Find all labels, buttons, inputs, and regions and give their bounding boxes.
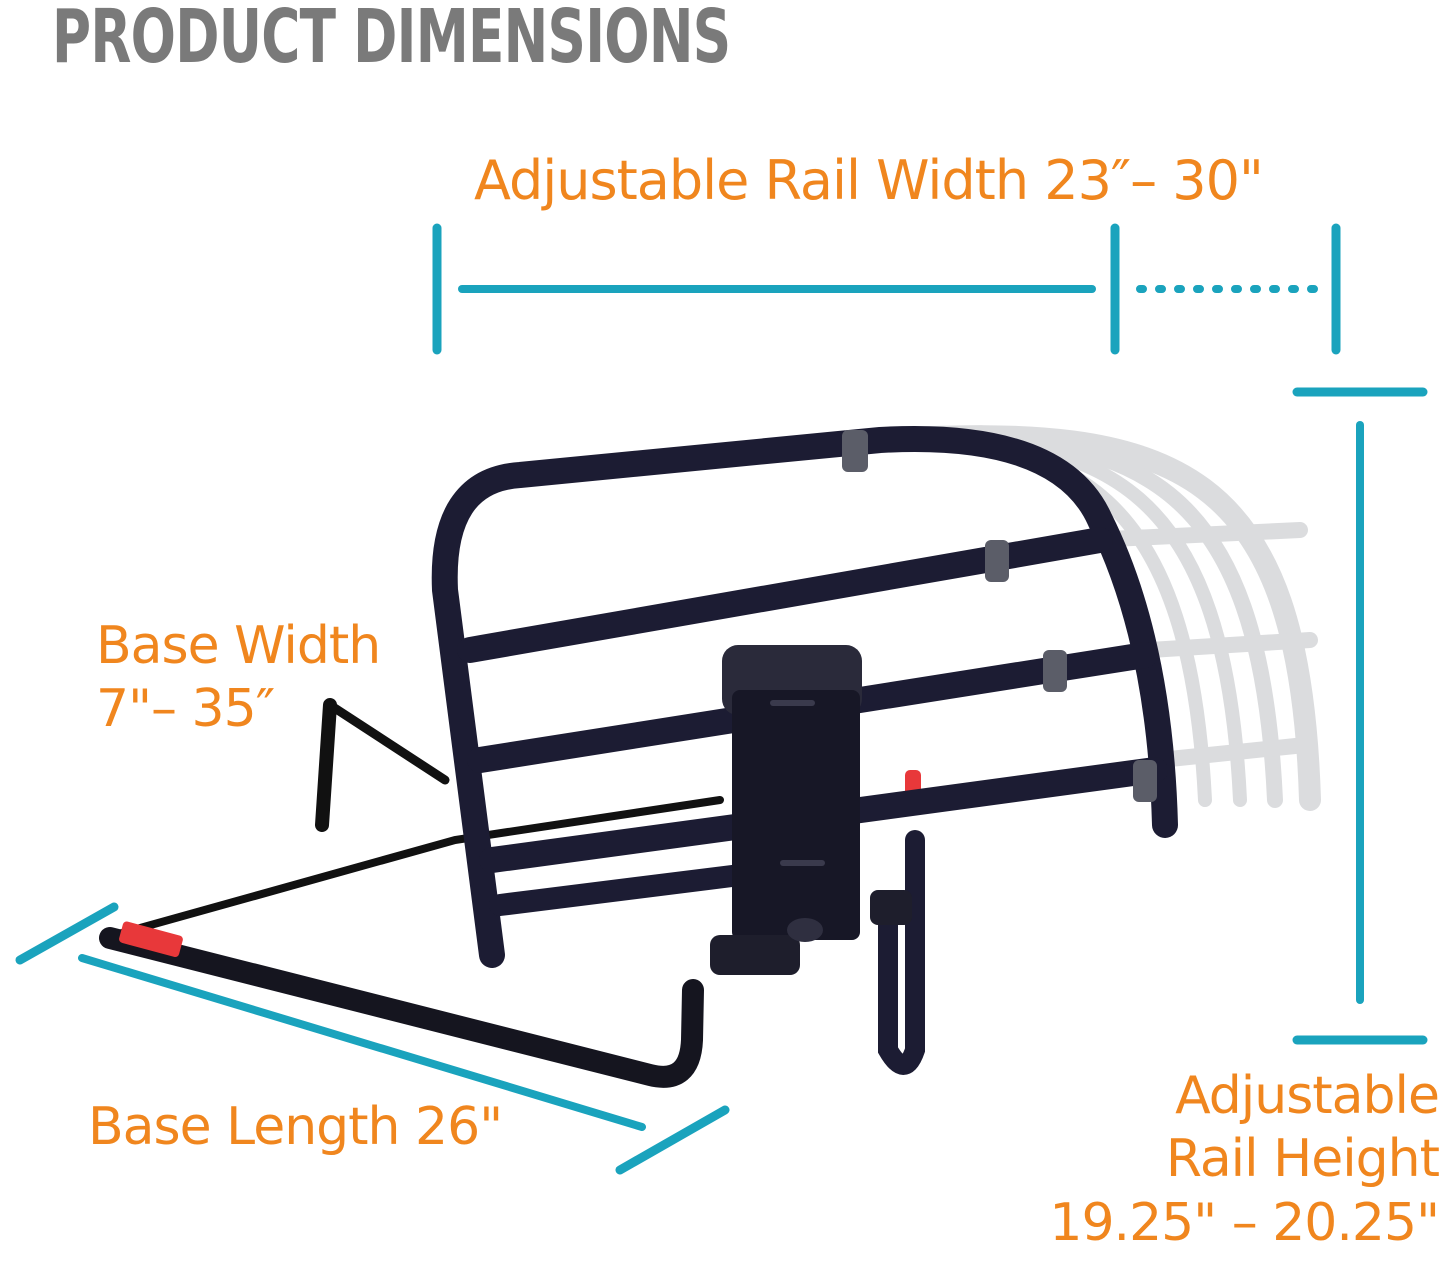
rail-sleeve-icon <box>842 430 1157 802</box>
latch-icon <box>119 921 183 958</box>
dimension-lines <box>15 223 1428 1175</box>
base-length-tick-left <box>15 902 119 965</box>
rail-height-label: Adjustable Rail Height 19.25" – 20.25" <box>1049 1065 1440 1255</box>
base-length-line <box>78 954 646 1131</box>
page-title: PRODUCT DIMENSIONS <box>52 0 731 80</box>
base-width-title: Base Width <box>96 616 381 676</box>
rail-height-range: 19.25" – 20.25" <box>1049 1192 1440 1253</box>
button-icon <box>787 918 823 942</box>
mount-block-icon <box>710 645 912 975</box>
rail-height-line2: Rail Height <box>1165 1129 1440 1190</box>
base-width-range: 7"– 35″ <box>96 679 275 740</box>
rail-width-label: Adjustable Rail Width 23″– 30" <box>474 149 1264 212</box>
rail-height-line1: Adjustable <box>1175 1066 1440 1126</box>
base-width-label: Base Width 7"– 35″ <box>96 615 381 742</box>
base-frame-icon <box>99 698 925 1088</box>
base-length-label: Base Length 26" <box>88 1097 503 1157</box>
base-length-tick-right <box>615 1105 730 1175</box>
